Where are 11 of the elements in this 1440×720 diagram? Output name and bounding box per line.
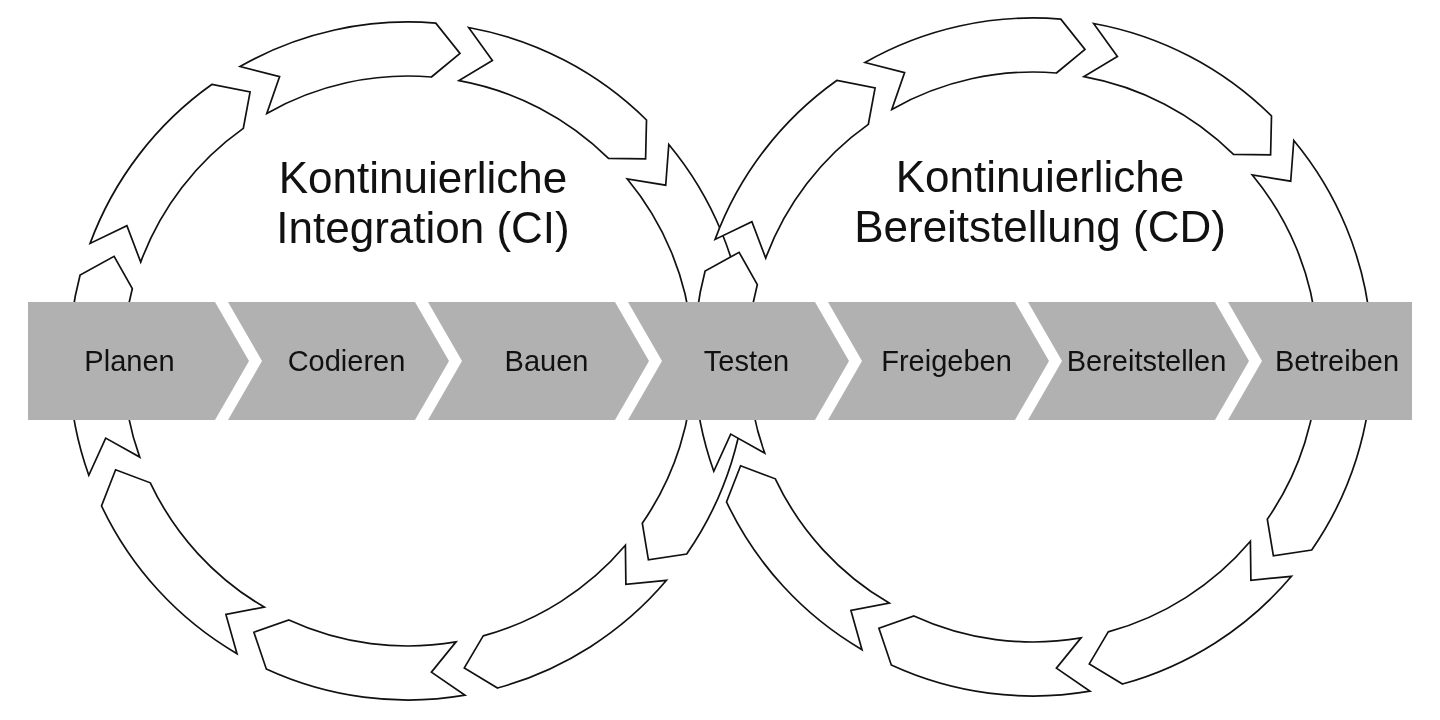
cycle-title: Kontinuierliche Bereitstellung (CD) [853,152,1227,252]
chevron-step [1228,302,1412,420]
chevron-step [28,302,249,420]
step-label: Freigeben [881,344,1012,379]
step-label: Planen [84,344,175,379]
cycle-title: Kontinuierliche Integration (CI) [275,153,571,253]
step-label: Bauen [504,344,589,379]
step-label: Betreiben [1274,344,1400,379]
step-label: Testen [703,344,790,379]
step-label: Codieren [287,344,406,379]
step-label: Bereitstellen [1066,344,1227,379]
